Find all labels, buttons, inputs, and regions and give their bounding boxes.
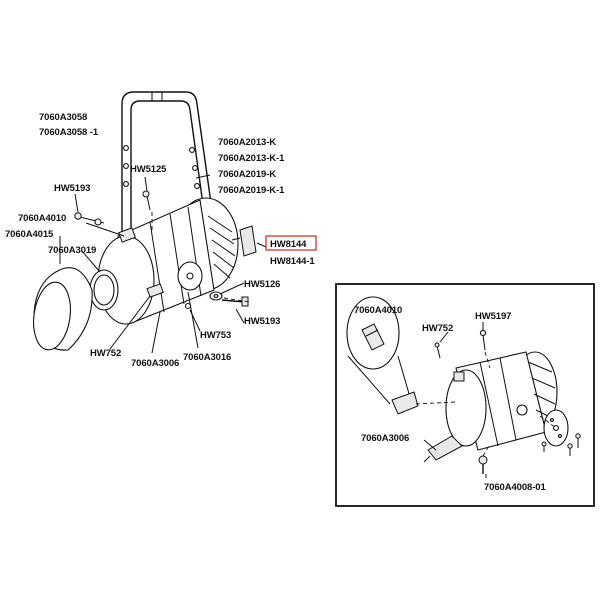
lamp-housing-icon [97, 197, 239, 325]
inset-frame [335, 283, 595, 507]
inset-screw-icon [434, 329, 581, 474]
label-pin-753: HW753 [200, 330, 231, 341]
label-bracket-d: 7060A2019-K-1 [218, 185, 285, 196]
label-bracket-a: 7060A2013-K [218, 137, 276, 148]
inset-label-clip: 7060A4010 [354, 305, 402, 316]
tilt-knob-icon [231, 225, 257, 257]
inset-plate-icon [543, 409, 569, 447]
label-screw-right: HW5193 [244, 316, 280, 327]
label-yoke-a: 7060A3058 [39, 112, 87, 123]
label-lens: 7060A4015 [5, 229, 54, 240]
label-ring: 7060A3019 [48, 245, 96, 256]
inset-slider-icon [391, 391, 463, 463]
inset-label-slider: 7060A3006 [361, 433, 409, 444]
label-screw-left: HW5193 [54, 183, 90, 194]
label-knob-a: HW8144 [270, 239, 307, 250]
label-pin-752: HW752 [90, 348, 121, 359]
inset-housing-icon [445, 351, 558, 451]
label-clip-left: 7060A4010 [18, 213, 66, 224]
label-clip-bottom: 7060A3006 [131, 358, 179, 369]
retaining-ring-icon [89, 269, 119, 311]
magnifier-circle-icon [346, 296, 413, 405]
label-bracket-b: 7060A2013-K-1 [218, 153, 285, 164]
reflector-lens-icon [33, 267, 93, 351]
label-plate: 7060A3016 [183, 352, 231, 363]
main-exploded-view: 7060A3058 7060A3058 -1 7060A2013-K 7060A… [5, 91, 317, 369]
highlight-box [265, 235, 317, 251]
label-bracket-c: 7060A2019-K [218, 169, 276, 180]
label-yoke-b: 7060A3058 -1 [39, 127, 99, 138]
inset-label-screw: HW5197 [475, 311, 511, 322]
leader-lines [59, 174, 267, 354]
label-knob-b: HW8144-1 [270, 256, 315, 267]
label-screw-top: HW5125 [130, 164, 167, 175]
inset-label-knob: 7060A4008-01 [484, 482, 546, 493]
label-washer-right: HW5126 [244, 279, 280, 290]
inset-dashed-lines [415, 351, 557, 457]
detail-inset: 7060A4010 HW752 HW5197 7060A3006 7060A40… [335, 283, 595, 507]
inset-label-pin: HW752 [422, 323, 453, 334]
inset-leader-lines [423, 322, 487, 478]
washer-icon [209, 291, 223, 301]
yoke-icon [121, 91, 213, 241]
